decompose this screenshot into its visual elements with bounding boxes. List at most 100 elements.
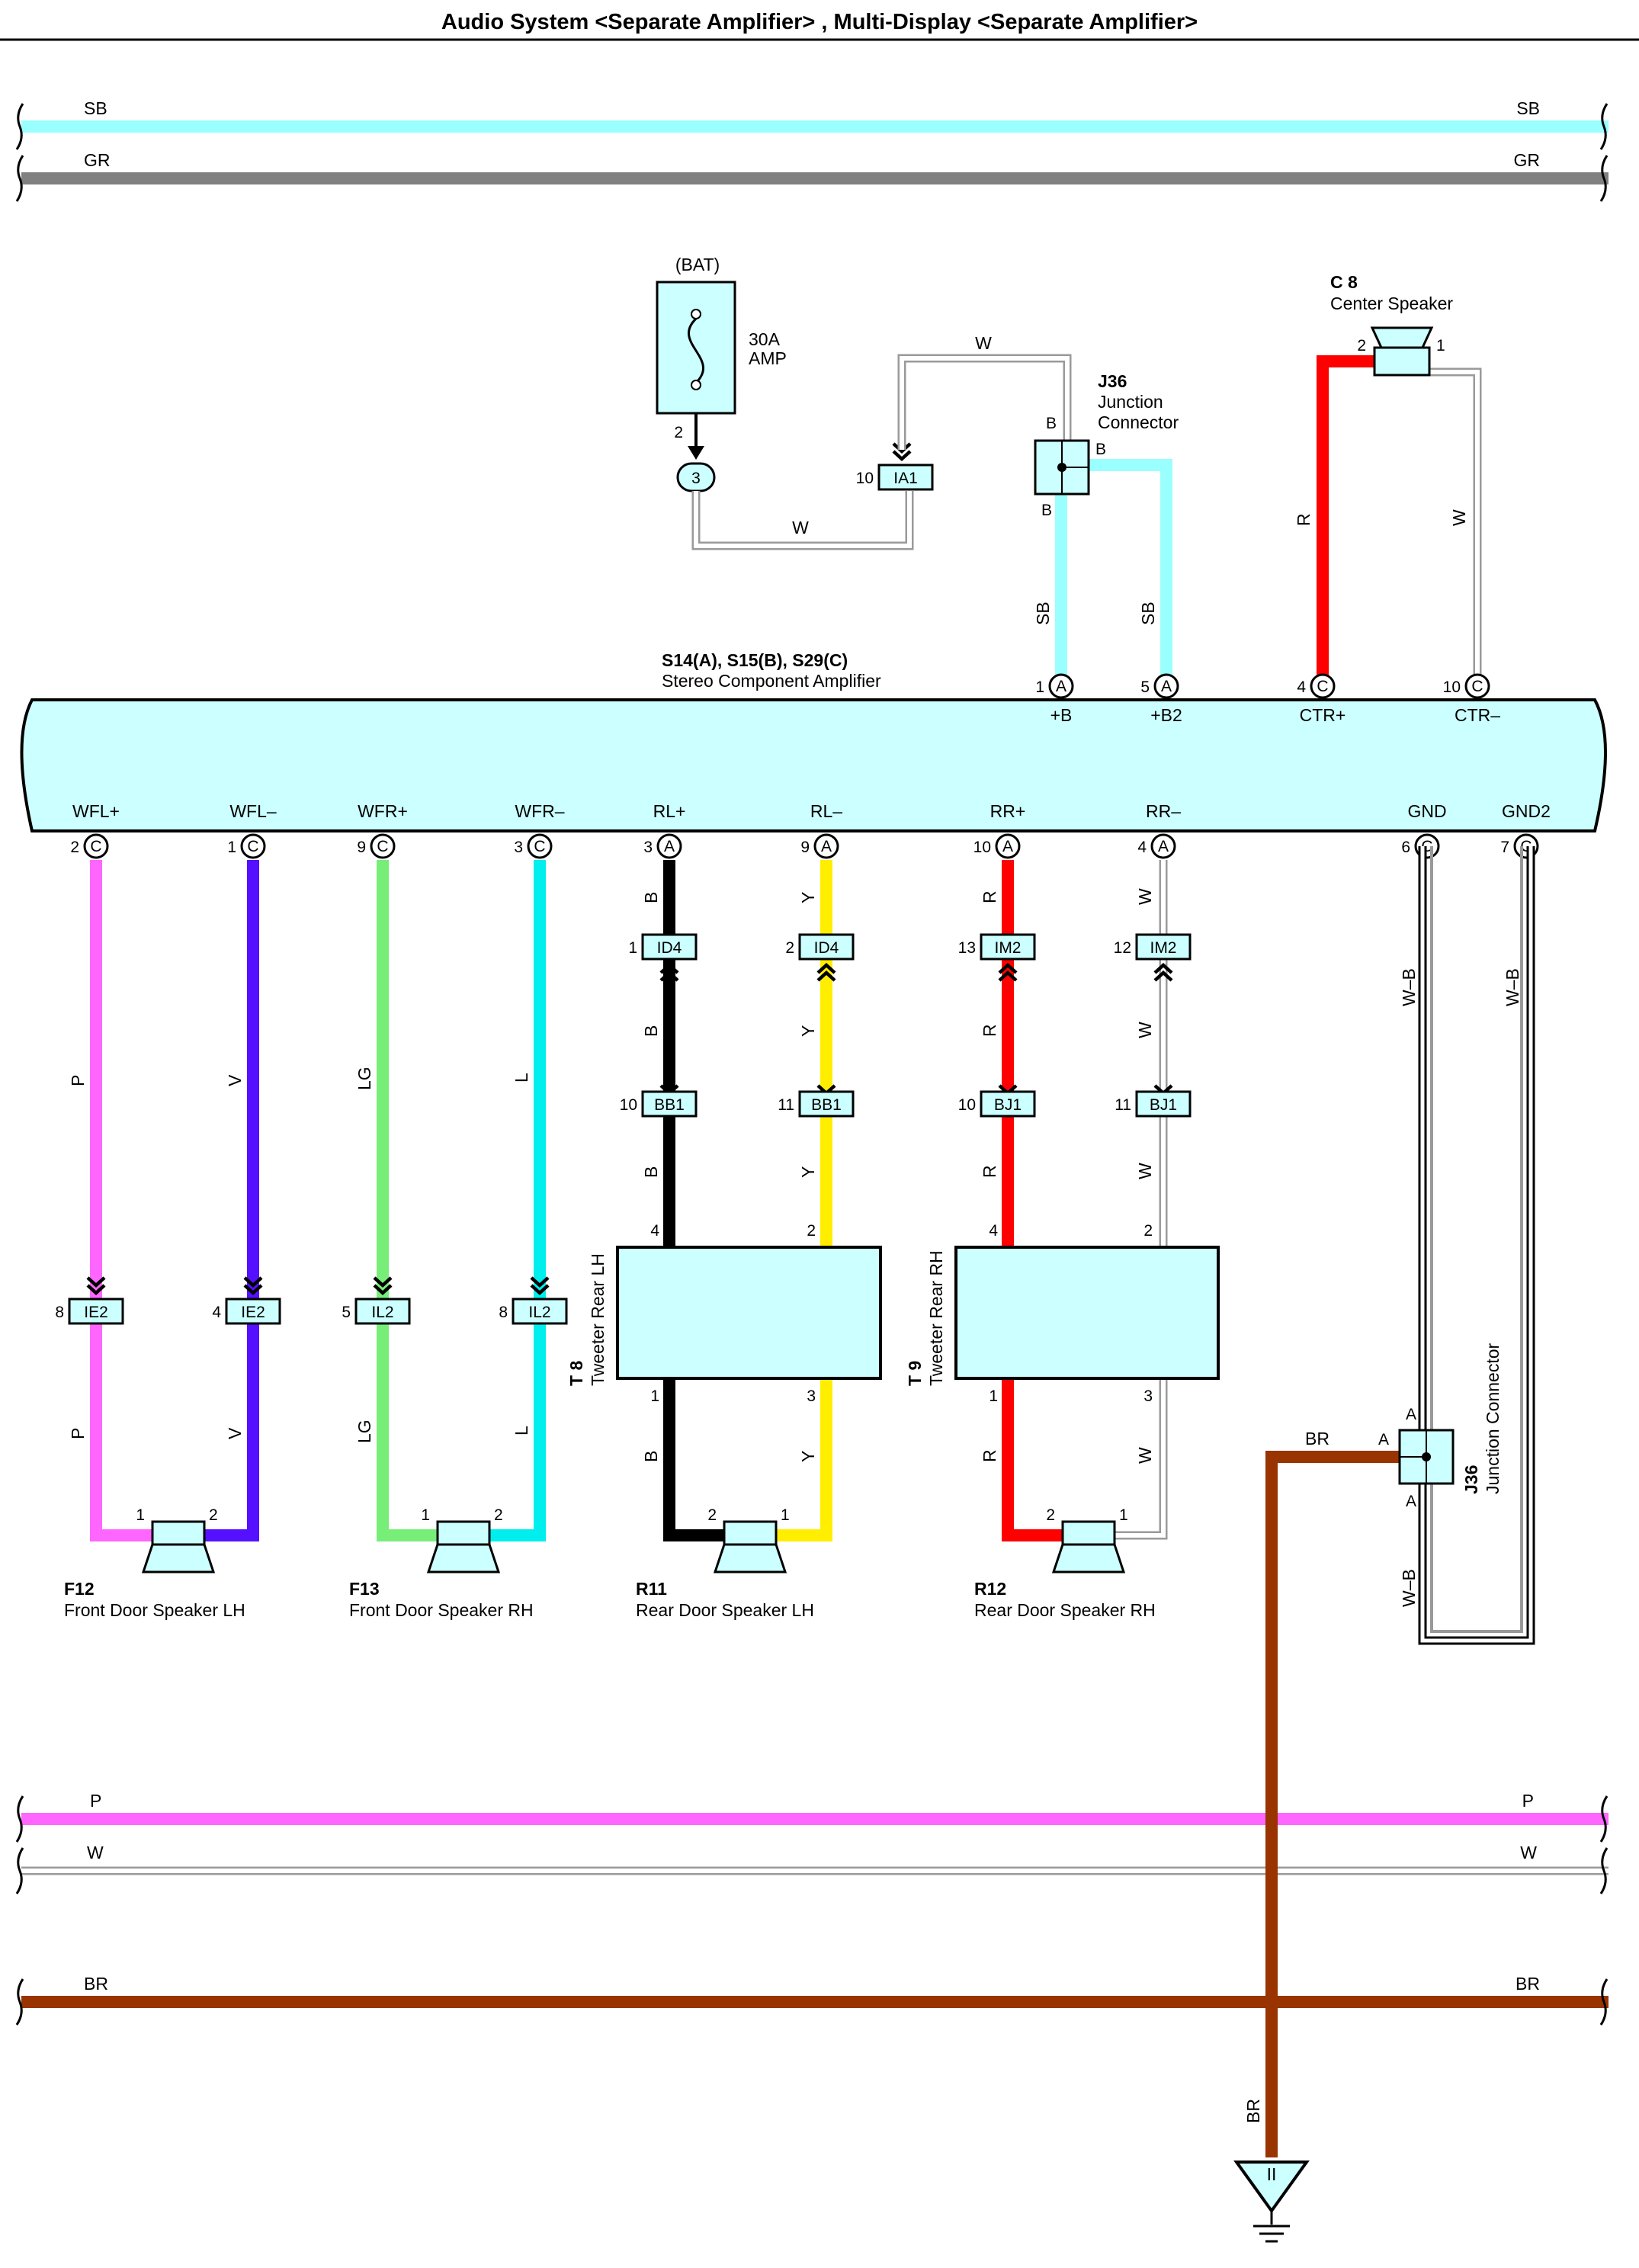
bus-label-sb-left: SB [84,98,107,118]
speaker-pin-left: 1 [136,1506,145,1524]
j36-pin-top: B [1046,415,1057,432]
amp-bottom-pin-num: 6 [1401,839,1410,856]
t8-code: T 8 [566,1361,586,1386]
j36-pin-right: B [1095,441,1106,458]
ia1-pin: 10 [856,470,874,487]
j36b-pin-left: A [1378,1431,1389,1448]
amp-bottom-pin-conn: A [821,838,832,855]
inline-connector-label: IE2 [84,1304,108,1321]
speaker-name: Front Door Speaker LH [64,1600,245,1620]
wire-code-lg-1: LG [354,1067,374,1090]
tweeter-t8: T 8 Tweeter Rear LH 4 2 1 3 [566,1222,882,1405]
amp-bottom-pin-num: 1 [227,839,236,856]
t8-pin-bl: 1 [650,1387,659,1405]
ground-icon [1233,2161,1310,2214]
wire-code-sb-1: SB [1033,601,1053,625]
wire-code-w-3: W [1135,1163,1155,1179]
t9-pin-br: 3 [1143,1387,1153,1405]
wire-code-p-2: P [68,1428,88,1439]
speaker-code: F13 [349,1579,380,1599]
amp-bottom-pin-label: RR+ [990,801,1026,821]
wire-code-b-3: B [641,1166,661,1178]
t9-pin-tl: 4 [989,1222,998,1240]
speaker-pin-left: 2 [1046,1506,1055,1524]
wire-code-wb-3: W–B [1399,1569,1419,1607]
speaker-pin-right: 2 [494,1506,503,1524]
amp-bottom-pin-num: 10 [973,839,991,856]
inline-connector-pin: 5 [342,1304,351,1321]
wire-w-ia1-j36: W [897,333,1072,450]
wire-code-p-1: P [68,1075,88,1086]
amp-top-pin-label: +B2 [1150,705,1182,725]
wire-code-w-2: W [1135,1022,1155,1038]
amp-bottom-pin-num: 3 [643,839,653,856]
t8-pin-br: 3 [807,1387,816,1405]
ground-br-wire: BR BR [1243,1429,1401,2157]
wire-code-l-2: L [512,1426,531,1436]
speaker-icon [436,1520,491,1546]
speaker-pin-right: 2 [209,1506,218,1524]
amp-bottom-pin-label: RL– [810,801,842,821]
wire-code-v-1: V [225,1074,245,1086]
speaker-pin-left: 2 [707,1506,717,1524]
bus-label-gr-left: GR [84,150,111,170]
amp-bottom-pin-7: RR–A4 [1137,801,1181,859]
t8-pin-tl: 4 [650,1222,659,1240]
inline-connector-label: IM2 [994,939,1021,957]
wire-code-w-1: W [1135,888,1155,905]
amp-bottom-pin-conn: C [247,838,258,855]
fuse-pin: 2 [674,424,683,441]
fuse-rating: 30A [749,329,781,349]
t9-code: T 9 [905,1361,925,1386]
bus-wire-w-bottom: W W [15,1843,1609,1894]
inline-connector-label: IL2 [371,1304,393,1321]
wire-code-br-1: BR [1305,1429,1329,1448]
amp-body [20,698,1607,832]
amp-bottom-pin-6: RR+ A 10 [973,801,1026,859]
amp-top-pin-label: CTR+ [1300,705,1346,725]
speaker-pin-right: 1 [1119,1506,1128,1524]
wire-code-r-4: R [980,1449,999,1462]
c8-name: Center Speaker [1330,294,1453,313]
t8-name: Tweeter Rear LH [588,1253,608,1386]
amp-bottom-pin-conn: A [1002,838,1013,855]
wire-code-br-2: BR [1243,2099,1263,2123]
junction-j36-top: J36 Junction Connector B B B SB SB [1033,371,1179,686]
wire-code-lg-2: LG [354,1420,374,1443]
amp-bottom-pin-num: 7 [1500,839,1509,856]
amp-top-pin-conn: A [1161,678,1172,695]
amp-top-pin-conn: C [1317,678,1328,695]
speaker-pin-left: 1 [421,1506,430,1524]
amp-bottom-pin-label: GND [1407,801,1446,821]
amp-bottom-pin-num: 4 [1137,839,1147,856]
wire-code-v-2: V [225,1427,245,1439]
amp-bottom-pin-label: WFR– [515,801,564,821]
wire-code-l-1: L [512,1073,531,1083]
bus-wire-gr-top: GR GR [15,150,1609,202]
speaker-code: F12 [64,1579,95,1599]
amp-top-pin-0: A1+B [1035,673,1074,725]
stereo-amplifier: S14(A), S15(B), S29(C) Stereo Component … [20,650,1607,832]
bus-label-gr-right: GR [1514,150,1541,170]
amp-name: Stereo Component Amplifier [662,671,881,691]
inline-connector-pin: 13 [958,939,976,957]
wire-w-bat: W [691,491,914,550]
speaker-name: Rear Door Speaker RH [974,1600,1156,1620]
inline-connector-label: IM2 [1150,939,1176,957]
speaker-code: R12 [974,1579,1006,1599]
wire-code-b-2: B [641,1025,661,1037]
amp-bottom-pin-label: WFL+ [72,801,120,821]
inline-connector-label: IL2 [528,1304,550,1321]
bus-label-br-right: BR [1516,1974,1540,1994]
front-lh-wires: P V P V [68,860,259,1541]
amp-bottom-pin-conn: C [377,838,388,855]
wire-code-w-bat: W [792,518,809,537]
amp-bottom-pin-5: RL–A9 [800,801,842,859]
junction-j36-bottom: A A A J36 Junction Connector [1378,1343,1503,1510]
